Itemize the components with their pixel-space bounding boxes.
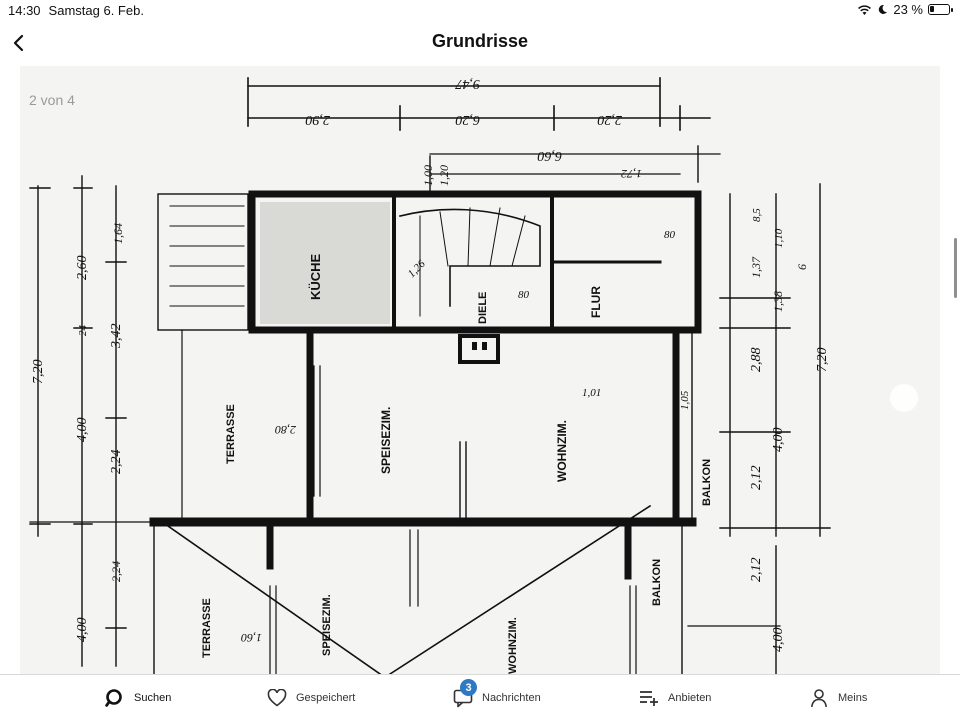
dim-137: 1,37	[749, 256, 763, 278]
scroll-indicator[interactable]	[954, 238, 957, 298]
back-button[interactable]	[6, 30, 30, 56]
label-wohnzim-lower: WOHNZIM.	[507, 617, 519, 674]
dim-164: 1,64	[111, 223, 125, 244]
dim-620: 6,20	[456, 112, 481, 127]
dim-105: 1,05	[679, 390, 691, 410]
dim-6: 6	[795, 264, 809, 270]
notification-badge: 3	[460, 679, 477, 696]
dim-947: 9,47	[455, 76, 481, 91]
moon-icon	[879, 4, 888, 14]
tab-label-suchen: Suchen	[134, 692, 172, 704]
label-wohnzim: WOHNZIM.	[555, 420, 569, 482]
label-diele: DIELE	[477, 292, 489, 324]
dim-120: 1,20	[437, 165, 451, 186]
dim-660: 6,60	[538, 148, 563, 163]
dim-212-lower: 2,12	[749, 558, 764, 583]
status-right: 23 %	[857, 2, 953, 17]
floor-plan-image[interactable]: KÜCHE DIELE FLUR TERRASSE SPEISEZIM. WOH…	[20, 66, 940, 674]
swipe-handle[interactable]	[890, 384, 918, 412]
heart-icon	[266, 687, 288, 709]
dim-290: 2,90	[306, 112, 331, 127]
dim-720-right: 7,20	[815, 348, 830, 373]
image-viewer[interactable]: KÜCHE DIELE FLUR TERRASSE SPEISEZIM. WOH…	[0, 66, 960, 674]
label-terrasse: TERRASSE	[225, 404, 237, 464]
dim-280: 2,80	[275, 423, 296, 437]
chat-bubble-icon: 3	[452, 679, 477, 709]
status-time: 14:30	[8, 3, 41, 18]
tab-label-nachrichten: Nachrichten	[482, 692, 541, 704]
label-speisezim-lower: SPEISEZIM.	[321, 594, 333, 656]
dim-260: 2,60	[75, 256, 90, 281]
tab-label-meins: Meins	[838, 692, 868, 704]
floor-plan-drawing: KÜCHE DIELE FLUR TERRASSE SPEISEZIM. WOH…	[29, 76, 831, 674]
dim-400-right: 4,00	[771, 428, 786, 453]
status-bar: 14:30 Samstag 6. Feb. 23 %	[0, 0, 960, 20]
dim-80: 80	[664, 229, 676, 241]
dim-160: 1,60	[241, 631, 262, 645]
label-speisezim: SPEISEZIM.	[379, 407, 393, 474]
dim-400-lower-left: 4,00	[75, 618, 90, 643]
search-icon	[104, 687, 126, 709]
person-icon	[808, 687, 830, 709]
tab-bar: Suchen Gespeichert 3 Nachrichten	[0, 674, 960, 720]
dim-400-left: 4,00	[75, 418, 90, 443]
dim-85: 8,5	[751, 208, 763, 222]
dim-224-left: 2,24	[109, 450, 124, 475]
dim-138: 1,38	[771, 291, 785, 312]
tab-label-gespeichert: Gespeichert	[296, 692, 356, 704]
dim-224-lower: 2,24	[109, 561, 123, 582]
label-kueche: KÜCHE	[308, 253, 323, 300]
nav-header: Grundrisse	[0, 20, 960, 66]
tab-label-anbieten: Anbieten	[668, 692, 712, 704]
dim-80b: 80	[518, 289, 530, 301]
dim-342: 3,42	[109, 324, 124, 350]
label-flur: FLUR	[589, 286, 603, 318]
dim-24: 24	[77, 325, 89, 337]
tab-meins[interactable]: Meins	[808, 675, 867, 720]
page-title: Grundrisse	[431, 31, 529, 51]
label-balkon: BALKON	[701, 459, 713, 506]
dim-400-lower-right: 4,00	[771, 628, 786, 653]
battery-icon	[928, 4, 953, 15]
label-terrasse-lower: TERRASSE	[201, 598, 213, 658]
tab-suchen[interactable]: Suchen	[104, 675, 171, 720]
dim-212-right: 2,12	[749, 466, 764, 491]
dim-126: 1,26	[406, 258, 428, 280]
dim-100: 1,00	[421, 165, 435, 186]
status-date: Samstag 6. Feb.	[48, 3, 144, 18]
wifi-icon	[858, 4, 872, 15]
add-list-icon	[638, 687, 660, 709]
tab-gespeichert[interactable]: Gespeichert	[266, 675, 355, 720]
tab-anbieten[interactable]: Anbieten	[638, 675, 711, 720]
status-left: 14:30 Samstag 6. Feb.	[8, 3, 144, 18]
dim-720-left: 7,20	[31, 360, 46, 385]
dim-220: 2,20	[598, 112, 623, 127]
dim-172: 1,72	[621, 167, 642, 181]
dim-110: 1,10	[773, 228, 785, 248]
tab-nachrichten[interactable]: 3 Nachrichten	[452, 675, 541, 720]
battery-fill	[930, 6, 934, 12]
chevron-left-icon	[13, 34, 24, 52]
dim-101: 1,01	[582, 387, 601, 399]
label-balkon-lower: BALKON	[651, 559, 663, 606]
battery-percent: 23 %	[893, 2, 923, 17]
page-counter: 2 von 4	[29, 92, 75, 108]
dim-288: 2,88	[749, 348, 764, 373]
